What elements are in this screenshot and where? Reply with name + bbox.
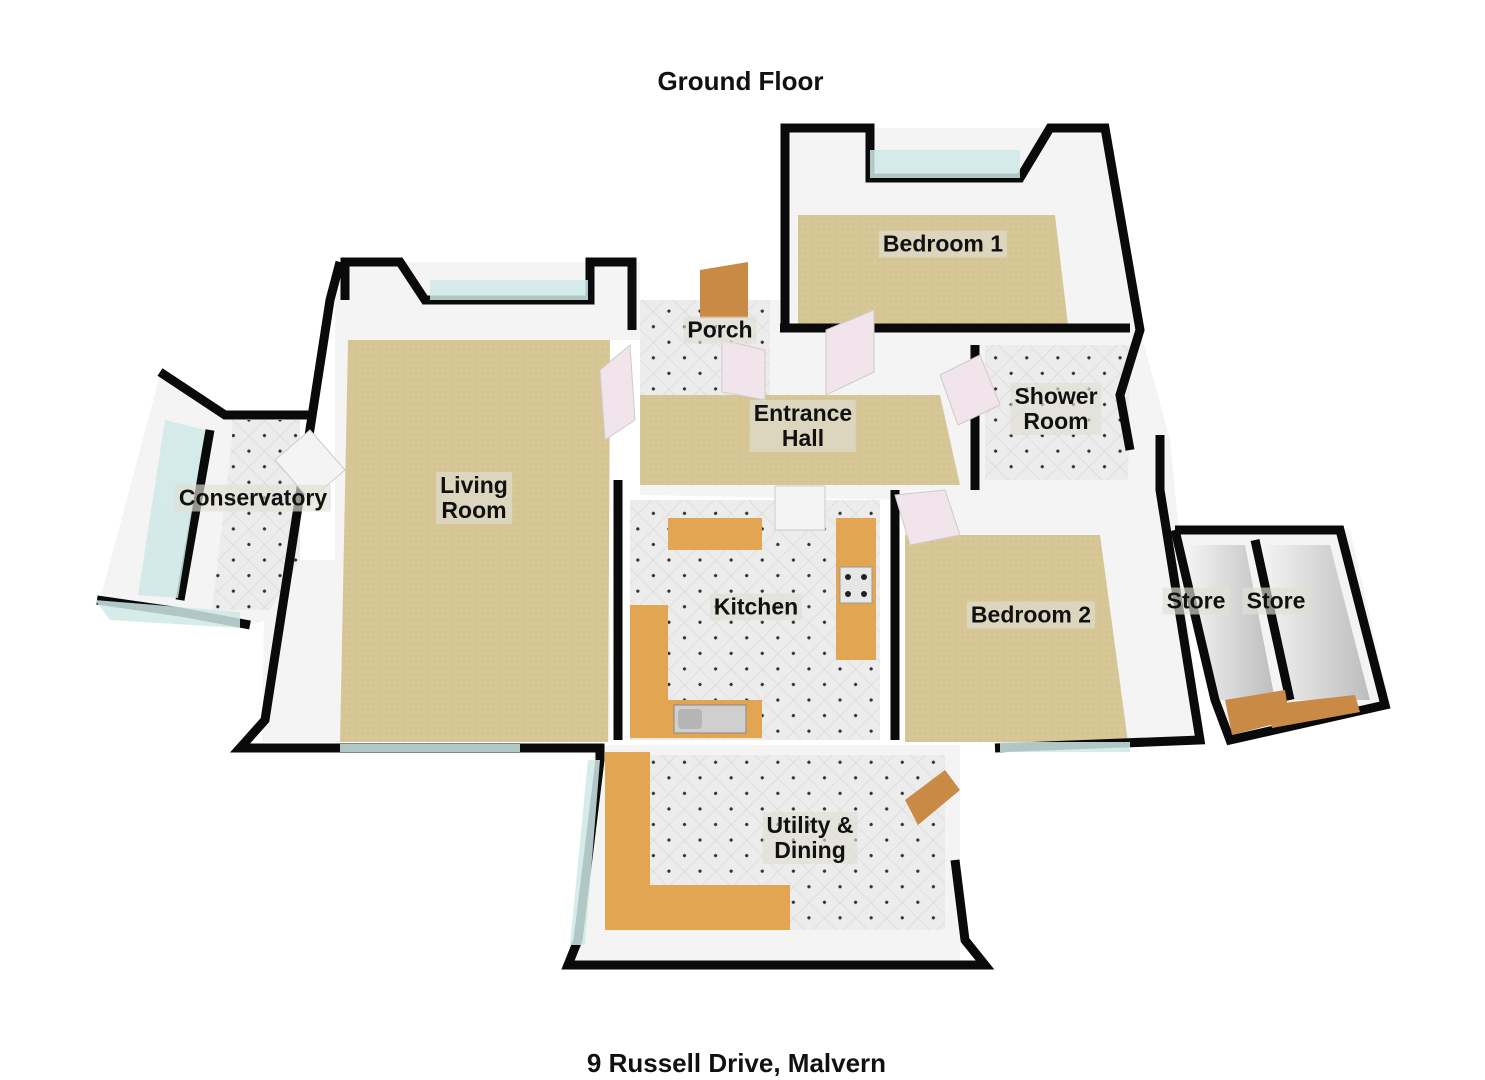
room-label-store-2: Store xyxy=(1242,587,1310,615)
property-address: 9 Russell Drive, Malvern xyxy=(586,1048,887,1078)
windows xyxy=(95,150,1130,945)
room-label-store-1: Store xyxy=(1162,587,1230,615)
room-floor-living-room xyxy=(340,340,610,742)
hob-icon xyxy=(839,566,873,604)
room-label-shower-room: Shower Room xyxy=(1010,383,1102,435)
room-label-living-room: Living Room xyxy=(436,472,512,524)
doors xyxy=(274,262,1360,825)
room-label-entrance-hall: Entrance Hall xyxy=(749,400,857,452)
worktop xyxy=(668,518,762,550)
room-floors xyxy=(212,215,1370,930)
kitchen-appliances xyxy=(673,566,873,734)
room-label-conservatory: Conservatory xyxy=(174,484,332,512)
room-label-porch: Porch xyxy=(683,316,757,344)
room-label-utility-dining: Utility & Dining xyxy=(762,812,858,864)
room-floor-store-2 xyxy=(1260,545,1370,700)
floor-title: Ground Floor xyxy=(657,66,824,96)
worktop xyxy=(605,752,790,930)
room-label-bedroom-1: Bedroom 1 xyxy=(878,230,1008,258)
room-label-bedroom-2: Bedroom 2 xyxy=(966,601,1096,629)
room-floor-bedroom-2 xyxy=(905,535,1128,742)
room-floor-conservatory xyxy=(212,420,300,610)
room-label-kitchen: Kitchen xyxy=(709,593,803,621)
front-door-icon xyxy=(700,262,748,318)
